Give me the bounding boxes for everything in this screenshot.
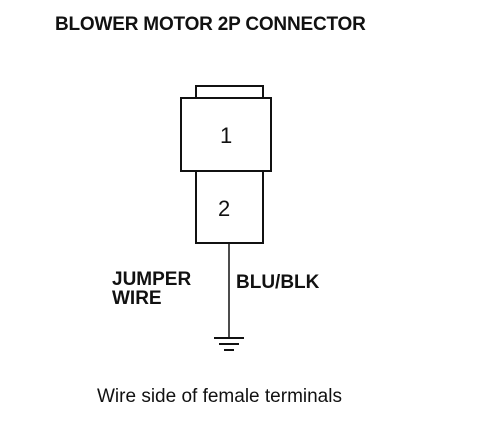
jumper-label-line1: JUMPER <box>112 269 192 290</box>
diagram-caption: Wire side of female terminals <box>97 386 342 407</box>
diagram-title: BLOWER MOTOR 2P CONNECTOR <box>55 14 366 35</box>
jumper-wire-label: JUMPER WIRE <box>112 270 191 308</box>
wire-color-label: BLU/BLK <box>236 272 320 293</box>
ground-icon <box>214 337 244 351</box>
connector-lock-tab <box>195 85 264 99</box>
jumper-label-line2: WIRE <box>112 288 162 309</box>
pin-2-label: 2 <box>218 196 231 221</box>
pin-1-label: 1 <box>220 123 233 148</box>
